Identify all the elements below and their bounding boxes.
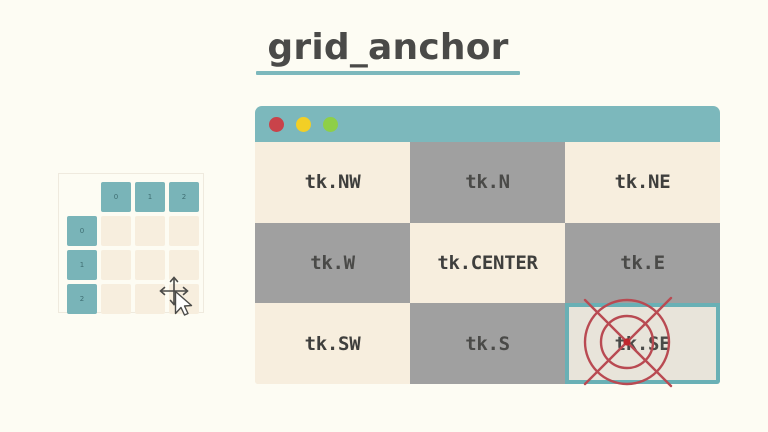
mini-grid: 0 1 2 0 1 2 [67, 182, 199, 314]
mini-grid-row-header-1: 1 [67, 250, 97, 280]
grid-cell-e[interactable]: tk.E [565, 222, 720, 304]
grid-cell-w[interactable]: tk.W [255, 222, 410, 304]
mini-grid-cell [169, 216, 199, 246]
grid-cell-nw[interactable]: tk.NW [255, 142, 410, 223]
title-underline [256, 71, 520, 75]
anchor-grid: tk.NW tk.N tk.NE tk.W tk.CENTER tk.E tk.… [255, 142, 720, 384]
mini-grid-row-header-0: 0 [67, 216, 97, 246]
grid-cell-center[interactable]: tk.CENTER [410, 222, 565, 304]
maximize-button[interactable] [323, 116, 338, 132]
grid-cell-sw[interactable]: tk.SW [255, 303, 410, 384]
grid-cell-ne[interactable]: tk.NE [565, 142, 720, 223]
mini-grid-column-header-2: 2 [169, 182, 199, 212]
page-title: grid_anchor [267, 27, 509, 68]
mini-grid-corner [67, 182, 97, 212]
mini-grid-cell [135, 284, 165, 314]
window-titlebar[interactable] [255, 106, 720, 142]
mini-grid-cell [135, 216, 165, 246]
mini-grid-cell [101, 284, 131, 314]
title-block: grid_anchor [256, 26, 520, 75]
mini-grid-cell [169, 284, 199, 314]
minimize-button[interactable] [296, 116, 311, 132]
mini-grid-row-header-2: 2 [67, 284, 97, 314]
grid-cells-illustration: 0 1 2 0 1 2 [58, 173, 204, 316]
mini-grid-column-header-0: 0 [101, 182, 131, 212]
mini-grid-cell [135, 250, 165, 280]
grid-cell-se[interactable]: tk.SE [565, 303, 720, 384]
grid-cell-s[interactable]: tk.S [410, 303, 565, 384]
close-button[interactable] [269, 116, 284, 132]
app-window: tk.NW tk.N tk.NE tk.W tk.CENTER tk.E tk.… [255, 106, 720, 384]
grid-cell-n[interactable]: tk.N [410, 142, 565, 223]
mini-grid-column-header-1: 1 [135, 182, 165, 212]
mini-grid-cell [101, 250, 131, 280]
mini-grid-cell [169, 250, 199, 280]
mini-grid-cell [101, 216, 131, 246]
